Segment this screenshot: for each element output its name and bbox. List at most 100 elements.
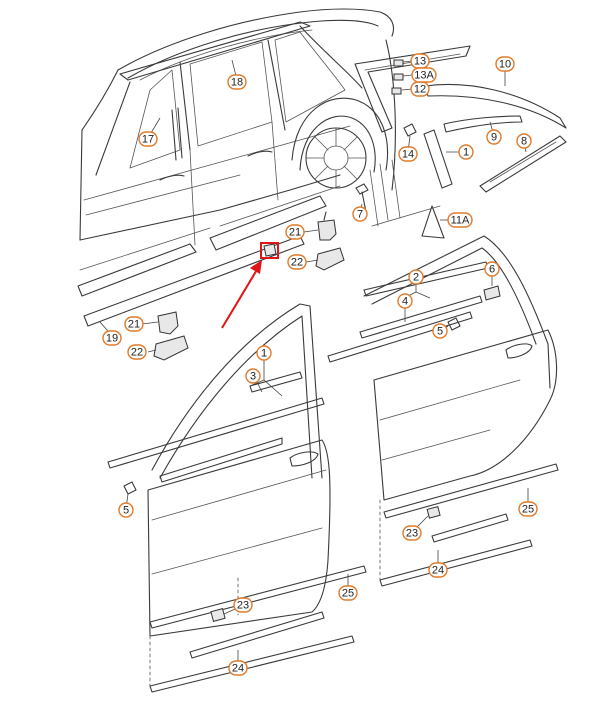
callout-badge: [227, 74, 247, 90]
callout-c12: 12: [410, 81, 430, 97]
front-door: [107, 303, 367, 693]
callout-badge: [398, 146, 418, 162]
callout-badge: [138, 131, 158, 147]
callout-label: 24: [432, 565, 444, 577]
callout-badge: [516, 133, 532, 149]
callout-badge: [245, 368, 261, 384]
callout-badge: [256, 345, 272, 361]
callout-label: 12: [414, 84, 426, 96]
callout-label: 25: [522, 504, 534, 516]
callout-c24b: 24: [428, 562, 448, 578]
callout-c14: 14: [398, 146, 418, 162]
callout-badge: [428, 562, 448, 578]
callout-label: 1: [261, 348, 267, 360]
callout-badge: [408, 269, 424, 285]
highlight-arrow-shaft: [221, 267, 259, 329]
callout-badge: [124, 316, 144, 332]
highlight-arrow-head: [250, 260, 262, 274]
callout-label: 13A: [414, 70, 434, 82]
callout-c3: 3: [245, 368, 261, 384]
callout-c5a: 5: [118, 502, 134, 518]
callout-label: 24: [232, 663, 244, 675]
callout-badge: [495, 56, 515, 72]
car-body: [77, 8, 396, 327]
callout-label: 22: [291, 257, 303, 269]
callout-badge: [228, 660, 248, 676]
callout-badge: [518, 501, 538, 517]
callout-label: 2: [413, 272, 419, 284]
callout-c23b: 23: [402, 525, 422, 541]
callout-badge: [486, 129, 502, 145]
callout-c23a: 23: [233, 597, 253, 613]
callout-c11A: 11A: [447, 212, 473, 228]
callout-badge: [411, 67, 437, 83]
callout-badge: [458, 144, 474, 160]
callout-label: 18: [231, 77, 243, 89]
callout-label: 8: [521, 136, 527, 148]
callout-label: 6: [489, 264, 495, 276]
callout-c2: 2: [408, 269, 424, 285]
rear-trim-parts: [354, 45, 567, 239]
callout-badge: [338, 585, 358, 601]
callout-label: 19: [106, 333, 118, 345]
callout-badges: 112345567891011A121313A14171819212122222…: [102, 53, 538, 676]
callout-badge: [285, 224, 305, 240]
callout-label: 10: [499, 59, 511, 71]
callout-label: 23: [237, 600, 249, 612]
callout-label: 9: [491, 132, 497, 144]
callout-badge: [102, 330, 122, 346]
callout-c13A: 13A: [411, 67, 437, 83]
callout-badge: [118, 502, 134, 518]
callout-badge: [432, 323, 448, 339]
callout-label: 22: [131, 347, 143, 359]
callout-c25a: 25: [338, 585, 358, 601]
callout-badge: [484, 261, 500, 277]
callout-badge: [287, 254, 307, 270]
callout-label: 23: [406, 528, 418, 540]
callout-c1: 1: [256, 345, 272, 361]
callout-c21b: 21: [124, 316, 144, 332]
highlight-box: [260, 242, 279, 259]
callout-c5b: 5: [432, 323, 448, 339]
callout-badge: [402, 525, 422, 541]
callout-c19: 19: [102, 330, 122, 346]
callout-badge: [397, 293, 413, 309]
callout-badge: [447, 212, 473, 228]
callout-c24a: 24: [228, 660, 248, 676]
callout-c8: 8: [516, 133, 532, 149]
callout-c1b: 1: [458, 144, 474, 160]
callout-label: 21: [128, 319, 140, 331]
callout-c17: 17: [138, 131, 158, 147]
callout-c21a: 21: [285, 224, 305, 240]
callout-c22a: 22: [287, 254, 307, 270]
callout-label: 5: [123, 505, 129, 517]
rear-door: [327, 235, 559, 587]
callout-c6: 6: [484, 261, 500, 277]
highlight-marker: [221, 242, 279, 329]
callout-c7: 7: [352, 206, 368, 222]
callout-label: 4: [402, 296, 408, 308]
callout-badge: [127, 344, 147, 360]
callout-label: 11A: [451, 215, 470, 227]
callout-c4: 4: [397, 293, 413, 309]
callout-c13: 13: [410, 53, 430, 69]
callout-c22b: 22: [127, 344, 147, 360]
callout-label: 13: [414, 56, 426, 68]
clips: [153, 211, 345, 361]
callout-label: 5: [437, 326, 443, 338]
callout-c9: 9: [486, 129, 502, 145]
callout-label: 25: [342, 588, 354, 600]
callout-c10: 10: [495, 56, 515, 72]
callout-label: 3: [250, 371, 256, 383]
callout-label: 21: [289, 227, 301, 239]
callout-badge: [352, 206, 368, 222]
callout-badge: [233, 597, 253, 613]
callout-label: 17: [142, 134, 154, 146]
callout-c18: 18: [227, 74, 247, 90]
callout-label: 14: [402, 149, 414, 161]
callout-label: 1: [463, 147, 469, 159]
callout-label: 7: [357, 209, 363, 221]
callout-c25b: 25: [518, 501, 538, 517]
